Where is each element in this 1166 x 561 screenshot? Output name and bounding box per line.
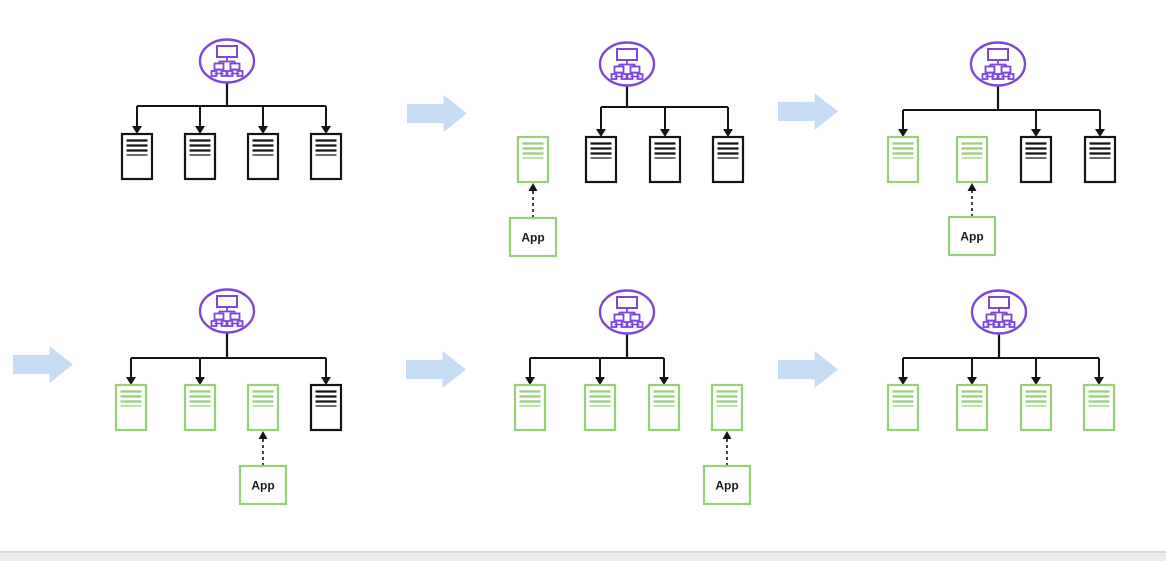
load-balancer-node xyxy=(598,41,656,87)
server-node xyxy=(309,383,343,432)
network-tree-icon xyxy=(210,295,244,327)
stage-4: App xyxy=(114,288,343,506)
server-node xyxy=(955,383,989,432)
tree-connector xyxy=(898,85,1105,137)
bottom-edge-bar xyxy=(0,551,1166,561)
server-node xyxy=(584,135,618,184)
server-node xyxy=(1083,135,1117,184)
app-label: App xyxy=(521,231,544,245)
network-tree-icon xyxy=(610,296,644,328)
network-tree-icon xyxy=(210,45,244,77)
load-balancer-node xyxy=(970,289,1028,335)
server-node xyxy=(513,383,547,432)
server-node xyxy=(120,132,154,181)
server-node xyxy=(647,383,681,432)
stage-6 xyxy=(886,289,1116,432)
server-node xyxy=(710,383,744,432)
network-tree-icon xyxy=(610,48,644,80)
network-tree-icon xyxy=(982,296,1016,328)
server-node xyxy=(246,383,280,432)
server-node xyxy=(183,132,217,181)
stage-2: App xyxy=(508,41,745,258)
app-label: App xyxy=(251,479,274,493)
load-balancer-node xyxy=(198,288,256,334)
tree-connector xyxy=(596,85,733,137)
app-node: App xyxy=(238,431,288,506)
server-node xyxy=(183,383,217,432)
server-node xyxy=(1019,383,1053,432)
tree-connector xyxy=(898,333,1104,385)
network-tree-icon xyxy=(981,48,1015,80)
server-node xyxy=(955,135,989,184)
stage-5: App xyxy=(513,289,752,506)
server-node xyxy=(583,383,617,432)
server-node xyxy=(648,135,682,184)
tree-connector xyxy=(126,332,331,385)
server-node xyxy=(309,132,343,181)
stage-1 xyxy=(120,38,343,181)
tree-connector xyxy=(132,82,331,134)
app-node: App xyxy=(702,431,752,506)
server-node xyxy=(1019,135,1053,184)
app-label: App xyxy=(715,479,738,493)
tree-connector xyxy=(525,333,669,385)
server-node xyxy=(1082,383,1116,432)
server-node xyxy=(516,135,550,184)
stage-3: App xyxy=(886,41,1117,257)
server-node xyxy=(886,135,920,184)
app-node: App xyxy=(947,183,997,257)
load-balancer-node xyxy=(969,41,1027,87)
load-balancer-node xyxy=(198,38,256,84)
load-balancer-node xyxy=(598,289,656,335)
app-node: App xyxy=(508,183,558,258)
app-label: App xyxy=(960,230,983,244)
server-node xyxy=(886,383,920,432)
server-node xyxy=(246,132,280,181)
server-node xyxy=(114,383,148,432)
server-node xyxy=(711,135,745,184)
